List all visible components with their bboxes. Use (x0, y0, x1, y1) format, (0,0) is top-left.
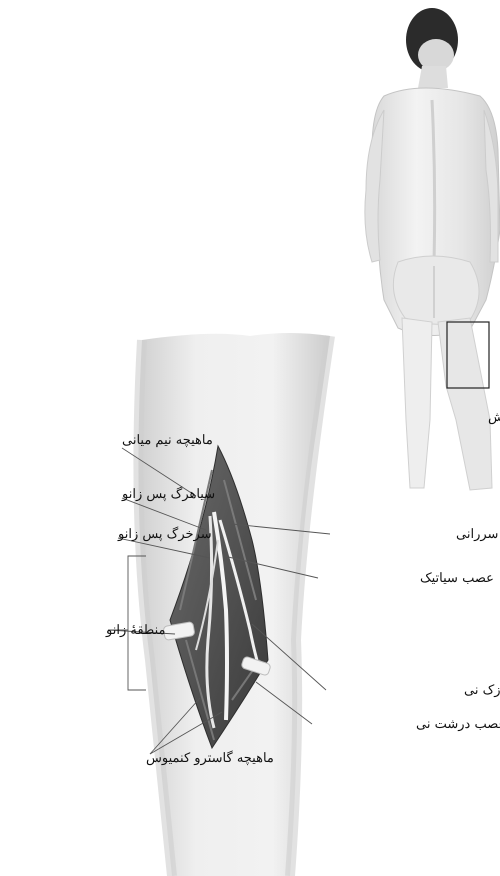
label-tibial-nerve: عصب درشت نی (416, 717, 500, 732)
label-common-peroneal-nerve: عصب مشترک نازک نی (464, 683, 500, 698)
figure-left-leg (402, 318, 432, 488)
leg-illustration (138, 333, 330, 876)
label-popliteal-artery: سرخرگ پس زانو (117, 526, 212, 542)
label-popliteal-region: منطقهٔ زانو (105, 623, 165, 638)
label-biceps-femoris: ماهیچهٔ دو سررانی (456, 527, 500, 542)
label-gastrocnemius: ماهیچه گاسترو کنمیوس (146, 750, 274, 766)
label-semimembranosus: ماهیچه نیم میانی (122, 433, 213, 448)
figure-right-leg (438, 318, 492, 490)
label-sciatic-nerve: عصب سیاتیک (420, 571, 494, 586)
label-popliteal-vein: سیاهرگ پس زانو (121, 486, 215, 502)
body-figure (365, 8, 500, 490)
label-incision-site: محل برش (488, 410, 500, 425)
